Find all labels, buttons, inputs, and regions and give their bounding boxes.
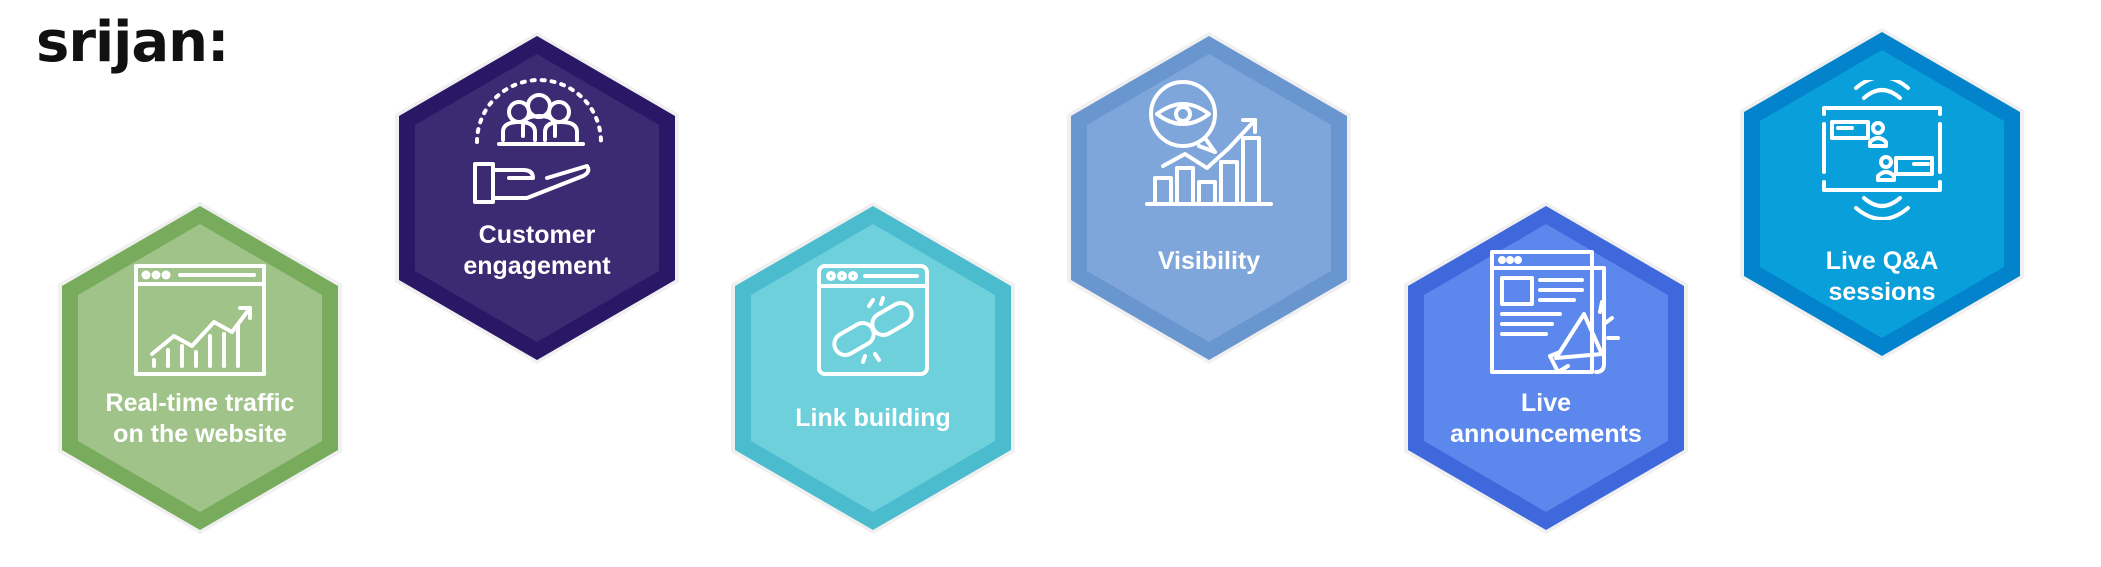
hexagon-shape [1067,32,1351,364]
customer-engagement-icon [473,78,603,204]
hexagon-shape [731,202,1015,534]
hexagon-label: Customer engagement [463,221,611,280]
hexagon-shape [395,32,679,364]
announcement-megaphone-icon [1490,250,1620,374]
hexagon-real-time-traffic: Real-time traffic on the website [50,198,350,538]
hexagon-customer-engagement: Customer engagement [387,28,687,368]
hexagon-live-announcements: Live announcements [1396,198,1696,538]
hexagon-link-building: Link building [723,198,1023,538]
visibility-eye-chart-icon [1145,80,1273,206]
srijan-logo: srijan: [36,10,229,75]
hexagon-label: Live Q&A sessions [1825,247,1939,306]
hexagon-live-qa-sessions: Live Q&A sessions [1732,24,2032,364]
link-icon [817,264,929,376]
hexagon-shape [1740,28,2024,360]
traffic-chart-icon [134,264,266,376]
hexagon-shape [1404,202,1688,534]
hexagon-visibility: Visibility [1059,28,1359,368]
hexagon-shape [58,202,342,534]
hexagon-label: Live announcements [1450,389,1642,448]
hexagon-label: Real-time traffic on the website [105,389,295,448]
hexagon-label: Link building [795,404,951,432]
qa-chat-wifi-icon [1822,80,1942,220]
hexagon-label: Visibility [1157,247,1261,275]
